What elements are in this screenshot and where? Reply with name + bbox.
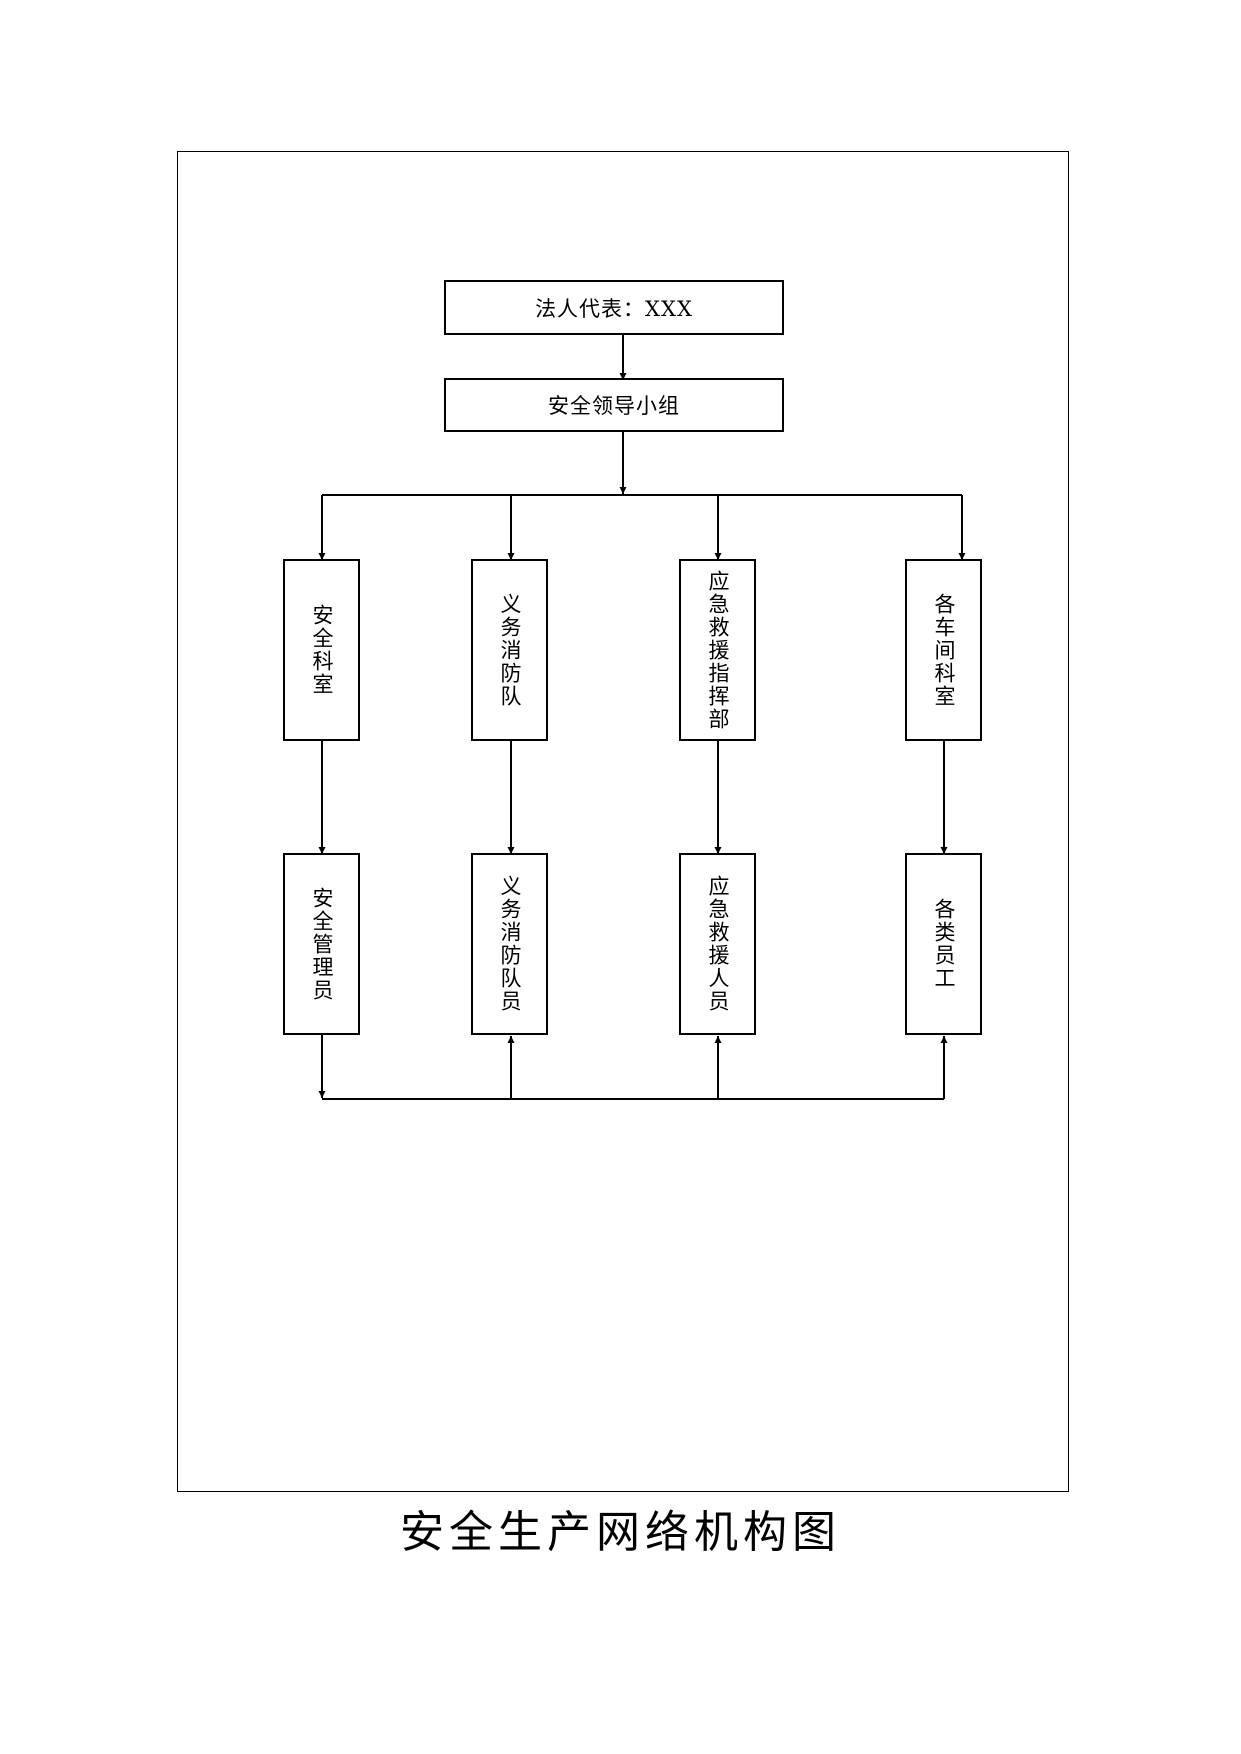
diagram-caption: 安全生产网络机构图 [400, 1507, 841, 1558]
dept-label: 各车间科室 [932, 592, 956, 708]
dept-box-workshops-offices: 各车间科室 [905, 559, 982, 741]
legal-representative-label: 法人代表：XXX [535, 296, 693, 321]
diagram-frame [177, 151, 1069, 1492]
legal-representative-box: 法人代表：XXX [444, 280, 784, 335]
staff-box-safety-manager: 安全管理员 [283, 853, 360, 1035]
dept-label: 安全科室 [310, 604, 334, 696]
staff-box-volunteer-firefighter: 义务消防队员 [471, 853, 548, 1035]
staff-label: 应急救援人员 [706, 875, 730, 1013]
safety-leadership-group-box: 安全领导小组 [444, 378, 784, 432]
staff-label: 安全管理员 [310, 886, 334, 1002]
safety-leadership-group-label: 安全领导小组 [548, 394, 680, 418]
dept-box-emergency-rescue-command: 应急救援指挥部 [679, 559, 756, 741]
staff-box-all-employees: 各类员工 [905, 853, 982, 1035]
dept-label: 应急救援指挥部 [706, 569, 730, 731]
staff-box-emergency-rescue-personnel: 应急救援人员 [679, 853, 756, 1035]
staff-label: 义务消防队员 [498, 875, 522, 1013]
dept-box-volunteer-fire-brigade: 义务消防队 [471, 559, 548, 741]
dept-box-safety-office: 安全科室 [283, 559, 360, 741]
dept-label: 义务消防队 [498, 592, 522, 708]
staff-label: 各类员工 [932, 898, 956, 990]
